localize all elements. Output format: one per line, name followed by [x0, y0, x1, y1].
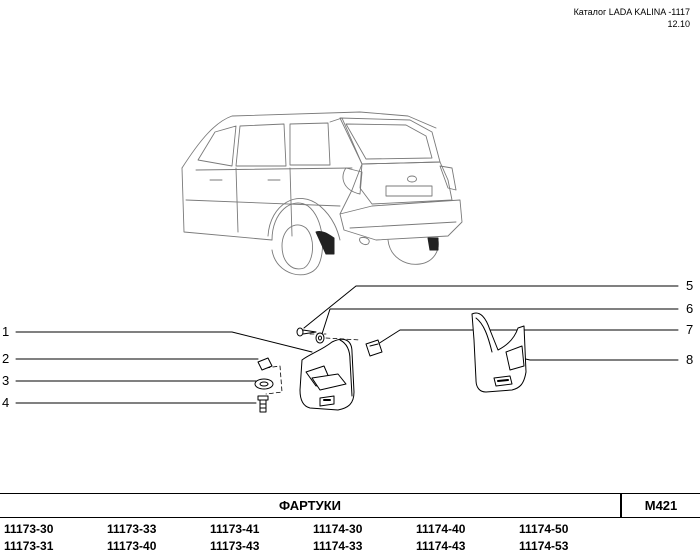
mudflap-left-part [299, 338, 355, 411]
callout-number-5: 5 [686, 278, 694, 293]
callout-number-6: 6 [686, 301, 694, 316]
catalog-date: 12.10 [667, 19, 690, 29]
model-number-grid: 11173-30 11173-33 11173-41 11174-30 1117… [4, 522, 694, 556]
section-code: М421 [644, 498, 678, 513]
model-number: 11173-31 [4, 539, 54, 553]
model-number: 11174-40 [416, 522, 466, 536]
washer-part-6 [315, 332, 325, 344]
catalog-title: Каталог LADA KALINA -1117 [573, 7, 690, 17]
callout-number-1: 1 [2, 324, 10, 339]
screw-part [296, 327, 317, 337]
nut-part [257, 357, 273, 371]
model-number: 11173-30 [4, 522, 54, 536]
callout-number-8: 8 [686, 352, 694, 367]
catalog-header: Каталог LADA KALINA -1117 12.10 [574, 6, 690, 30]
section-title-bar: ФАРТУКИ М421 [0, 493, 700, 518]
section-title: ФАРТУКИ [279, 498, 341, 513]
car-illustration [181, 111, 463, 276]
title-divider [620, 494, 622, 517]
mudflap-right-part [471, 312, 527, 393]
callout-number-2: 2 [2, 351, 10, 366]
car-mudflap-left [315, 231, 335, 255]
washer-part [254, 378, 274, 390]
car-mudflap-right [427, 237, 439, 251]
model-number: 11174-30 [313, 522, 363, 536]
model-number: 11173-41 [210, 522, 260, 536]
model-number: 11174-53 [519, 539, 569, 553]
callout-number-4: 4 [2, 395, 10, 410]
parts-illustration [15, 111, 679, 413]
model-number: 11174-43 [416, 539, 466, 553]
model-number: 11174-50 [519, 522, 569, 536]
model-number: 11173-43 [210, 539, 260, 553]
bolt-part [257, 395, 269, 413]
callout-number-3: 3 [2, 373, 10, 388]
model-number: 11173-40 [107, 539, 157, 553]
callout-number-7: 7 [686, 322, 694, 337]
model-number: 11173-33 [107, 522, 157, 536]
model-number: 11174-33 [313, 539, 363, 553]
